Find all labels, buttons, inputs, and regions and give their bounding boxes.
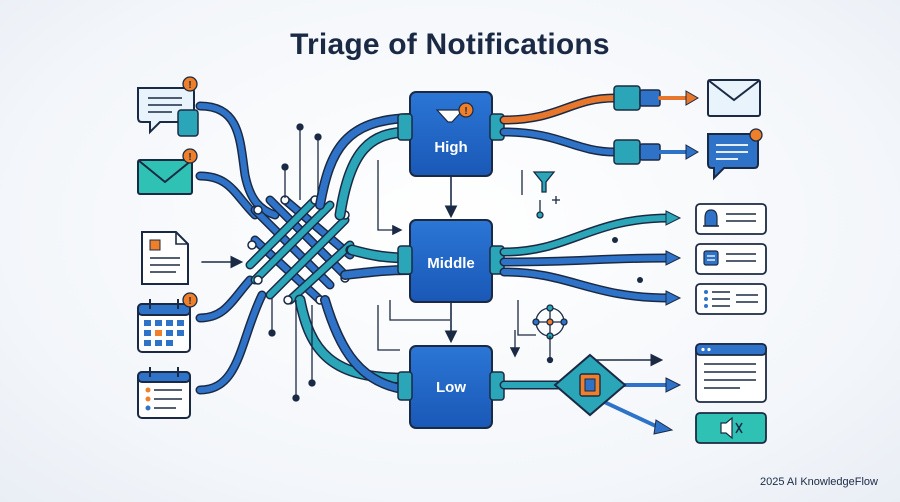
bell-card-icon — [695, 203, 767, 235]
priority-box-low: Low — [397, 345, 505, 429]
low-output-pipes — [499, 353, 682, 435]
low-label: Low — [436, 379, 466, 396]
priority-box-high: ! High — [397, 91, 505, 177]
calendar-list-icon — [137, 367, 191, 419]
network-node-icon — [509, 300, 568, 364]
svg-text:!: ! — [188, 152, 191, 163]
svg-text:!: ! — [464, 106, 467, 117]
window-card-icon — [695, 343, 767, 403]
list-card-icon — [695, 283, 767, 315]
high-output-pipes — [499, 85, 699, 165]
envelope-icon: ! — [137, 148, 198, 195]
page-title: Triage of Notifications — [290, 28, 610, 61]
priority-box-middle: Middle — [397, 219, 505, 303]
circuit-lines — [268, 123, 450, 402]
middle-label: Middle — [427, 255, 475, 272]
copyright-footer: 2025 AI KnowledgeFlow — [759, 476, 878, 488]
mute-card-icon — [695, 412, 767, 444]
filter-icon: ! — [435, 102, 474, 123]
calendar-grid-icon: ! — [137, 292, 198, 353]
document-icon — [141, 231, 189, 285]
high-label: High — [434, 139, 467, 156]
chat-bubble-icon: ! — [137, 76, 199, 137]
message-card-icon — [695, 243, 767, 275]
output-chat-bubble-icon — [707, 128, 763, 181]
svg-text:!: ! — [188, 296, 191, 307]
svg-text:!: ! — [188, 80, 191, 91]
output-envelope-icon — [707, 79, 761, 117]
funnel-icon — [521, 170, 560, 219]
knot-to-box-pipes — [294, 113, 416, 395]
middle-output-pipes — [499, 210, 682, 306]
